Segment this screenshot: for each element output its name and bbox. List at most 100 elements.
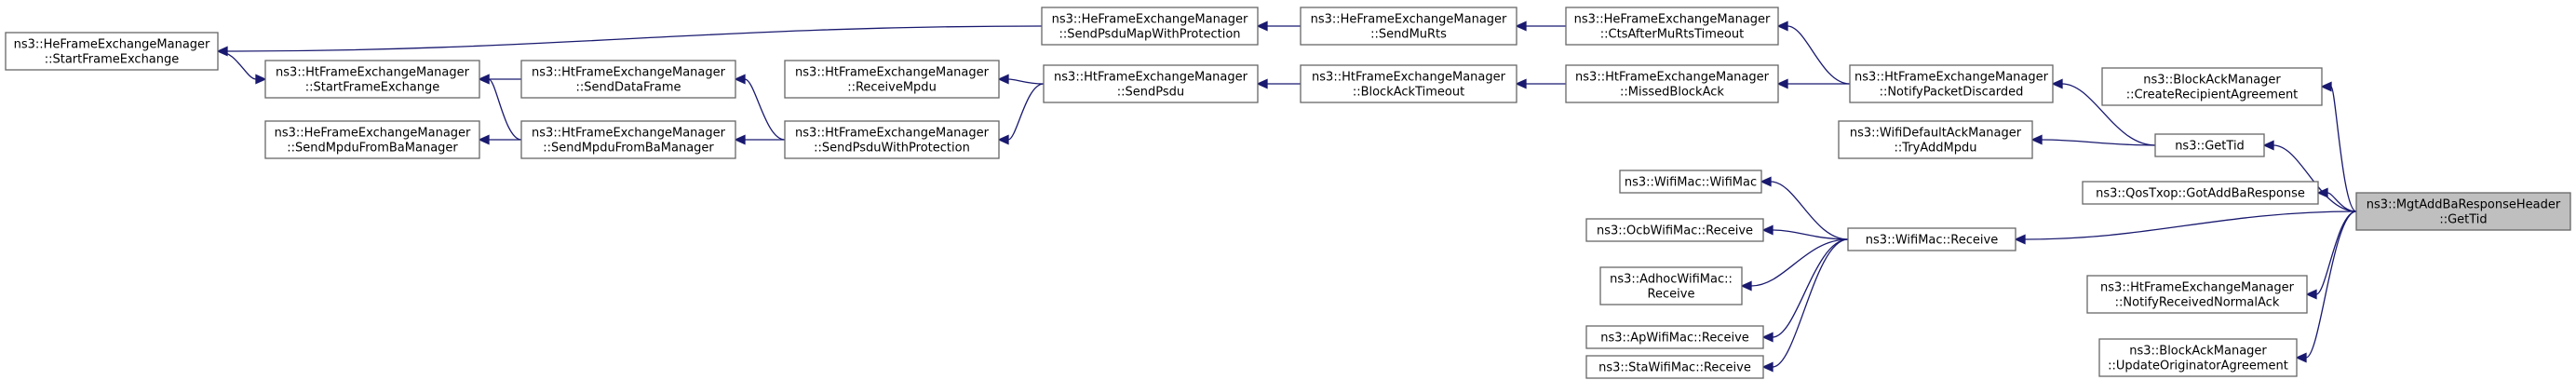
edge-n-uoa-to-root — [2295, 210, 2357, 363]
node-box — [1041, 7, 1259, 46]
edge-n-wmrx-to-root — [2014, 210, 2357, 245]
node-box — [1847, 227, 2016, 251]
node-n-ap[interactable]: ns3::ApWifiMac::Receive — [1585, 325, 1764, 349]
call-graph-nodes: ns3::MgtAddBaResponseHeader::GetTidns3::… — [5, 7, 2571, 379]
node-label: ns3::OcbWifiMac::Receive — [1597, 224, 1753, 238]
node-n-nrna[interactable]: ns3::HtFrameExchangeManager::NotifyRecei… — [2086, 275, 2308, 314]
edge-n-smurts-to-n-ctsto — [1515, 20, 1566, 32]
edge-n-smfbm-he-to-n-smfbm-ht — [478, 134, 522, 145]
node-n-ocb[interactable]: ns3::OcbWifiMac::Receive — [1585, 218, 1764, 242]
edge-n-gaddba-to-root — [2316, 187, 2357, 212]
arrowhead — [2295, 352, 2307, 363]
edge-line — [2315, 210, 2357, 295]
node-box — [1565, 7, 1779, 46]
arrowhead — [2030, 134, 2043, 145]
node-n-wmrx[interactable]: ns3::WifiMac::Receive — [1847, 227, 2016, 251]
node-n-gettid[interactable]: ns3::GetTid — [2154, 133, 2265, 157]
arrowhead — [1515, 78, 1527, 89]
node-n-cra[interactable]: ns3::BlockAckManager::CreateRecipientAgr… — [2101, 67, 2323, 106]
edge-n-ocb-to-n-wmrx — [1761, 224, 1849, 240]
node-box — [1585, 218, 1764, 242]
node-n-spwp[interactable]: ns3::HtFrameExchangeManager::SendPsduWit… — [784, 120, 1000, 159]
node-box — [2154, 133, 2265, 157]
node-n-wmac[interactable]: ns3::WifiMac::WifiMac — [1619, 170, 1762, 194]
node-root: ns3::MgtAddBaResponseHeader::GetTid — [2355, 192, 2571, 231]
node-box — [1585, 355, 1764, 379]
node-label: ::MissedBlockAck — [1620, 86, 1724, 100]
node-label: ns3::BlockAckManager — [2129, 345, 2267, 359]
node-n-adhoc[interactable]: ns3::AdhocWifiMac::Receive — [1599, 266, 1743, 305]
arrowhead — [997, 74, 1009, 85]
edge-line — [2330, 86, 2357, 212]
node-n-spmwp[interactable]: ns3::HeFrameExchangeManager::SendPsduMap… — [1041, 7, 1259, 46]
node-box — [1619, 170, 1762, 194]
node-n-sdf[interactable]: ns3::HtFrameExchangeManager::SendDataFra… — [520, 60, 736, 99]
node-n-smfbm-he[interactable]: ns3::HeFrameExchangeManager::SendMpduFro… — [264, 120, 480, 159]
node-n-bato[interactable]: ns3::HtFrameExchangeManager::BlockAckTim… — [1300, 64, 1517, 103]
node-box — [1300, 64, 1517, 103]
node-box — [1300, 7, 1517, 46]
node-label: ns3::HtFrameExchangeManager — [1054, 71, 1248, 85]
node-label: ns3::HeFrameExchangeManager — [1574, 13, 1771, 27]
node-n-sendpsdu[interactable]: ns3::HtFrameExchangeManager::SendPsdu — [1043, 64, 1259, 103]
node-label: ::NotifyReceivedNormalAck — [2115, 296, 2280, 310]
node-n-uoa[interactable]: ns3::BlockAckManager::UpdateOriginatorAg… — [2098, 338, 2298, 377]
node-label: ::TryAddMpdu — [1895, 142, 1977, 156]
node-label: ::SendPsdu — [1117, 86, 1184, 100]
edge-line — [1007, 78, 1045, 85]
node-box — [1585, 325, 1764, 349]
node-n-mba[interactable]: ns3::HtFrameExchangeManager::MissedBlock… — [1565, 64, 1779, 103]
edge-n-tam-to-n-gettid — [2030, 134, 2156, 146]
arrowhead — [1256, 20, 1268, 32]
node-label: ns3::MgtAddBaResponseHeader — [2367, 198, 2561, 212]
node-label: ns3::HeFrameExchangeManager — [1052, 13, 1248, 27]
node-box — [1838, 120, 2033, 159]
node-label: ns3::HeFrameExchangeManager — [1311, 13, 1507, 27]
node-n-htfe-sfe[interactable]: ns3::HtFrameExchangeManager::StartFrameE… — [264, 60, 480, 99]
node-box — [520, 60, 736, 99]
node-label: ns3::WifiDefaultAckManager — [1850, 127, 2022, 141]
node-label: ns3::HtFrameExchangeManager — [2100, 281, 2295, 295]
edge-line — [2326, 192, 2357, 212]
arrowhead — [997, 134, 1009, 145]
node-label: ns3::GetTid — [2175, 140, 2245, 154]
arrowhead — [734, 74, 746, 85]
node-n-gaddba[interactable]: ns3::QosTxop::GotAddBaResponse — [2082, 181, 2319, 205]
node-n-sta[interactable]: ns3::StaWifiMac::Receive — [1585, 355, 1764, 379]
node-box — [784, 120, 1000, 159]
node-box — [1599, 266, 1743, 305]
node-label: ns3::ApWifiMac::Receive — [1600, 332, 1749, 346]
node-label: ns3::HtFrameExchangeManager — [276, 66, 470, 80]
node-n-smfbm-ht[interactable]: ns3::HtFrameExchangeManager::SendMpduFro… — [520, 120, 736, 159]
node-label: ns3::WifiMac::Receive — [1866, 234, 1998, 248]
node-label: ns3::AdhocWifiMac:: — [1610, 273, 1733, 287]
node-n-ctsto[interactable]: ns3::HeFrameExchangeManager::CtsAfterMuR… — [1565, 7, 1779, 46]
arrowhead — [255, 74, 267, 85]
edge-line — [2041, 139, 2156, 146]
node-box — [2355, 192, 2571, 231]
node-n-rmpdu[interactable]: ns3::HtFrameExchangeManager::ReceiveMpdu — [784, 60, 1000, 99]
edge-n-spmwp-to-n-smurts — [1256, 20, 1301, 32]
arrowhead — [2262, 140, 2274, 151]
node-n-smurts[interactable]: ns3::HeFrameExchangeManager::SendMuRts — [1300, 7, 1517, 46]
node-label: ::SendMpduFromBaManager — [543, 142, 714, 156]
node-label: ns3::QosTxop::GotAddBaResponse — [2096, 187, 2305, 201]
node-label: ns3::HtFrameExchangeManager — [1575, 71, 1770, 85]
node-n-tam[interactable]: ns3::WifiDefaultAckManager::TryAddMpdu — [1838, 120, 2033, 159]
arrowhead — [2305, 289, 2317, 300]
node-box — [264, 60, 480, 99]
edge-n-smfbm-ht-to-n-spwp — [734, 134, 786, 145]
node-label: ns3::HtFrameExchangeManager — [532, 66, 726, 80]
edge-n-spwp-to-n-sendpsdu — [997, 83, 1045, 145]
arrowhead — [2316, 187, 2328, 198]
edge-line — [217, 50, 257, 80]
node-label: ::BlockAckTimeout — [1353, 86, 1464, 100]
edge-line — [1007, 83, 1045, 141]
node-label: ns3::BlockAckManager — [2143, 74, 2281, 88]
edge-n-hefe-sfe-to-n-spmwp — [216, 25, 1043, 57]
arrowhead — [1761, 224, 1774, 236]
node-n-hefe-sfe[interactable]: ns3::HeFrameExchangeManager::StartFrameE… — [5, 32, 219, 71]
node-n-npd[interactable]: ns3::HtFrameExchangeManager::NotifyPacke… — [1849, 64, 2054, 103]
node-label: ::ReceiveMpdu — [847, 81, 937, 95]
edge-n-wmac-to-n-wmrx — [1760, 176, 1849, 240]
